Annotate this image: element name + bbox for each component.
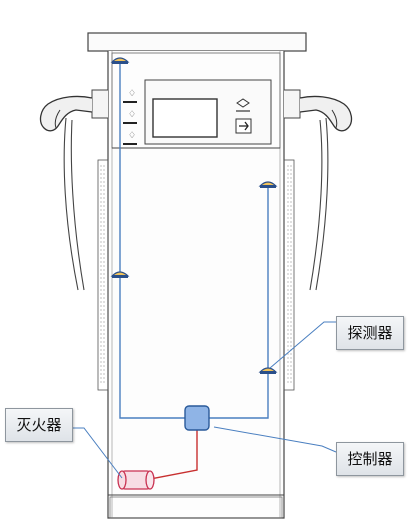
sensor-icon: [258, 367, 278, 374]
detection-wiring: [119, 62, 269, 419]
screen-icon: [144, 79, 272, 145]
extinguisher-icon: [117, 470, 155, 490]
svg-text:♢: ♢: [128, 89, 136, 99]
controller-icon: [184, 405, 210, 431]
cabinet-body: [107, 51, 285, 519]
status-indicators: ♢ ♢ ♢: [123, 89, 137, 145]
svg-text:♢: ♢: [128, 131, 136, 141]
side-vents: [97, 159, 295, 391]
fire-extinguisher-label: 灭火器: [5, 408, 73, 442]
leader-lines: [71, 321, 337, 479]
charging-gun-left-icon: [39, 89, 108, 291]
svg-text:♢: ♢: [128, 110, 136, 120]
sensor-icon: [110, 271, 130, 278]
card-reader-icon: [235, 98, 252, 134]
sensor-icon: [258, 181, 278, 188]
controller-label: 控制器: [336, 442, 404, 476]
sensor-icon: [110, 57, 130, 64]
extinguisher-hose: [149, 430, 198, 480]
detector-label: 探测器: [336, 316, 404, 350]
roof-cap: [87, 32, 307, 52]
charging-gun-right-icon: [284, 89, 353, 291]
